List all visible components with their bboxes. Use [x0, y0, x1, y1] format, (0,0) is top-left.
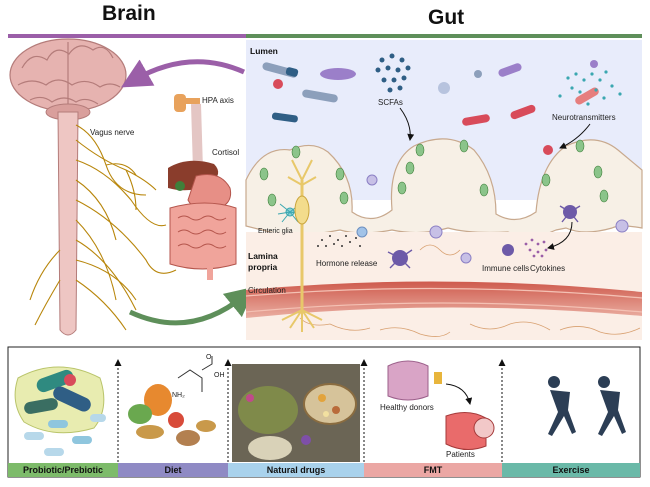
patients-label: Patients [446, 450, 475, 459]
neurotransmitter-arrow [559, 123, 591, 149]
natural-drugs-illustration [232, 364, 360, 462]
immune-cells [356, 174, 629, 269]
label-bar-diet [118, 463, 228, 477]
scfa-dots [375, 53, 411, 93]
gut-header-bar [246, 34, 642, 38]
neuron-cell [281, 159, 323, 332]
oxygen-label: O [206, 354, 212, 361]
hydroxyl-label: OH [214, 372, 225, 379]
brain-header-bar [8, 34, 246, 38]
intervention-arrows [114, 359, 506, 462]
bacteria-cluster [262, 60, 599, 155]
enteric-glia-label: Enteric glia [258, 228, 293, 235]
diet-illustration [128, 356, 216, 446]
immune-cells-label: Immune cells [482, 264, 530, 273]
cortisol-label: Cortisol [212, 148, 240, 157]
neurotransmitters-label: Neurotransmitters [552, 113, 616, 122]
gut-to-brain-arrow [120, 59, 246, 88]
epithelium [245, 138, 643, 238]
intervention-label-probiotic: Probiotic/Prebiotic [22, 465, 103, 475]
intervention-label-exercise: Exercise [552, 465, 590, 475]
label-bar-natural-drugs [228, 463, 364, 477]
amino-group-label: NH₂ [172, 392, 185, 399]
lamina-propria-label: Lamina propria [248, 251, 278, 272]
healthy-donors-label: Healthy donors [380, 403, 434, 412]
intervention-label-natural-drugs: Natural drugs [266, 465, 326, 475]
enteroendocrine-cells [259, 139, 609, 207]
enteric-glia-cell [277, 203, 303, 223]
cytokine-dots [524, 238, 548, 258]
hormone-release-label: Hormone release [316, 259, 378, 268]
intervention-label-fmt: FMT [423, 465, 443, 475]
scfas-label: SCFAs [378, 98, 403, 107]
circulation-label: Circulation [248, 286, 286, 295]
probiotic-illustration [14, 366, 106, 456]
brain-to-gut-arrow [128, 286, 256, 326]
lumen-label: Lumen [250, 46, 278, 56]
fmt-illustration [387, 360, 495, 450]
hormone-particles [317, 235, 361, 247]
label-bar-fmt [364, 463, 502, 477]
brain-icon [9, 38, 127, 121]
spinal-cord [57, 111, 79, 336]
label-bar-probiotic [8, 463, 118, 477]
cytokine-arrow [547, 221, 573, 250]
cytokines-label: Cytokines [530, 264, 566, 273]
scfa-arrow [399, 107, 415, 141]
gut-header: Gut [428, 6, 465, 29]
hpa-axis-icon [174, 94, 203, 171]
exercise-illustration [548, 376, 626, 436]
brain-header: Brain [102, 2, 156, 25]
intestines-icon [169, 202, 237, 280]
neurotransmitter-dots [558, 70, 622, 106]
vagus-nerve-branches [29, 124, 177, 331]
intervention-label-diet: Diet [164, 465, 182, 475]
label-bar-exercise [502, 463, 640, 477]
vagus-nerve-label: Vagus nerve [90, 128, 135, 137]
hpa-axis-label: HPA axis [202, 96, 234, 105]
